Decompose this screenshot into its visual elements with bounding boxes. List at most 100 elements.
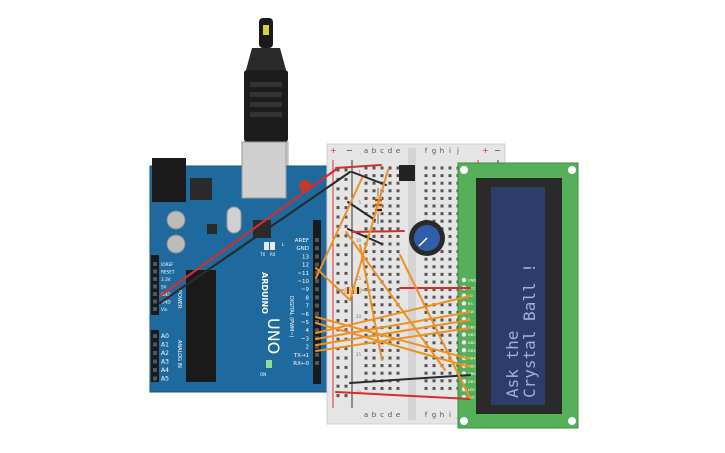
arduino-uno-board[interactable]: ARDUINO UNO DIGITAL (PWM~) POWER ANALOG … — [149, 141, 331, 393]
breadboard-hole[interactable] — [424, 196, 428, 200]
breadboard-hole[interactable] — [424, 295, 428, 299]
breadboard-hole[interactable] — [380, 174, 384, 178]
breadboard-hole[interactable] — [448, 265, 452, 269]
breadboard-hole[interactable] — [388, 250, 392, 254]
rail-hole[interactable] — [344, 206, 348, 210]
rail-hole[interactable] — [336, 290, 340, 294]
breadboard-hole[interactable] — [396, 196, 400, 200]
breadboard-hole[interactable] — [448, 196, 452, 200]
rail-hole[interactable] — [336, 318, 340, 322]
breadboard-hole[interactable] — [388, 257, 392, 261]
breadboard-hole[interactable] — [364, 250, 368, 254]
header-pin[interactable] — [153, 376, 157, 381]
breadboard-hole[interactable] — [424, 181, 428, 185]
breadboard-hole[interactable] — [396, 227, 400, 231]
breadboard-hole[interactable] — [372, 272, 376, 276]
breadboard-hole[interactable] — [372, 242, 376, 246]
rail-hole[interactable] — [336, 365, 340, 369]
breadboard-hole[interactable] — [432, 341, 436, 345]
breadboard-hole[interactable] — [372, 280, 376, 284]
breadboard-hole[interactable] — [424, 310, 428, 314]
rail-hole[interactable] — [336, 253, 340, 257]
breadboard-hole[interactable] — [448, 219, 452, 223]
header-pin[interactable] — [153, 351, 157, 355]
breadboard-hole[interactable] — [372, 371, 376, 375]
breadboard-hole[interactable] — [440, 326, 444, 330]
breadboard-hole[interactable] — [424, 272, 428, 276]
breadboard-hole[interactable] — [440, 212, 444, 216]
breadboard-hole[interactable] — [440, 303, 444, 307]
breadboard-hole[interactable] — [396, 348, 400, 352]
breadboard-hole[interactable] — [372, 257, 376, 261]
breadboard-hole[interactable] — [380, 310, 384, 314]
breadboard-hole[interactable] — [448, 371, 452, 375]
header-pin[interactable] — [153, 359, 157, 364]
breadboard-hole[interactable] — [364, 371, 368, 375]
breadboard-hole[interactable] — [448, 288, 452, 292]
breadboard-hole[interactable] — [364, 166, 368, 170]
header-pin[interactable] — [315, 311, 319, 316]
rail-hole[interactable] — [336, 224, 340, 228]
breadboard-hole[interactable] — [372, 196, 376, 200]
breadboard-hole[interactable] — [448, 234, 452, 238]
breadboard-hole[interactable] — [380, 318, 384, 322]
breadboard-hole[interactable] — [388, 181, 392, 185]
rail-hole[interactable] — [344, 394, 348, 398]
breadboard-hole[interactable] — [440, 219, 444, 223]
breadboard-hole[interactable] — [364, 303, 368, 307]
breadboard-hole[interactable] — [424, 364, 428, 368]
breadboard-hole[interactable] — [372, 288, 376, 292]
rail-hole[interactable] — [336, 356, 340, 360]
breadboard-hole[interactable] — [364, 356, 368, 360]
rail-hole[interactable] — [336, 243, 340, 247]
lcd-pin[interactable] — [461, 300, 467, 307]
breadboard-hole[interactable] — [424, 288, 428, 292]
breadboard-hole[interactable] — [432, 219, 436, 223]
breadboard-hole[interactable] — [380, 295, 384, 299]
breadboard-hole[interactable] — [440, 371, 444, 375]
breadboard-hole[interactable] — [396, 166, 400, 170]
breadboard-hole[interactable] — [448, 227, 452, 231]
breadboard-hole[interactable] — [432, 204, 436, 208]
breadboard-hole[interactable] — [432, 310, 436, 314]
breadboard-hole[interactable] — [424, 174, 428, 178]
breadboard-hole[interactable] — [448, 318, 452, 322]
rail-hole[interactable] — [336, 234, 340, 238]
breadboard-hole[interactable] — [396, 318, 400, 322]
breadboard-hole[interactable] — [380, 196, 384, 200]
breadboard-hole[interactable] — [448, 326, 452, 330]
breadboard-hole[interactable] — [380, 348, 384, 352]
breadboard-hole[interactable] — [372, 234, 376, 238]
rail-hole[interactable] — [344, 234, 348, 238]
rail-hole[interactable] — [344, 271, 348, 275]
breadboard-hole[interactable] — [380, 219, 384, 223]
header-pin[interactable] — [153, 284, 157, 289]
header-pin[interactable] — [315, 238, 319, 242]
breadboard-hole[interactable] — [424, 303, 428, 307]
rail-hole[interactable] — [344, 177, 348, 181]
breadboard-hole[interactable] — [440, 386, 444, 390]
breadboard-hole[interactable] — [432, 348, 436, 352]
header-pin[interactable] — [315, 303, 319, 308]
header-pin[interactable] — [315, 344, 319, 349]
breadboard-hole[interactable] — [388, 212, 392, 216]
breadboard-hole[interactable] — [396, 371, 400, 375]
header-pin[interactable] — [153, 307, 157, 311]
breadboard-hole[interactable] — [396, 204, 400, 208]
rail-hole[interactable] — [336, 271, 340, 275]
breadboard-hole[interactable] — [448, 379, 452, 383]
breadboard-hole[interactable] — [440, 318, 444, 322]
header-pin[interactable] — [153, 269, 157, 274]
header-pin[interactable] — [315, 352, 319, 357]
breadboard-hole[interactable] — [424, 265, 428, 269]
breadboard-hole[interactable] — [396, 364, 400, 368]
header-pin[interactable] — [315, 328, 319, 333]
breadboard-hole[interactable] — [364, 189, 368, 193]
rail-hole[interactable] — [344, 318, 348, 322]
breadboard-hole[interactable] — [424, 379, 428, 383]
breadboard-hole[interactable] — [424, 166, 428, 170]
rail-hole[interactable] — [336, 196, 340, 200]
breadboard-hole[interactable] — [372, 364, 376, 368]
breadboard-hole[interactable] — [424, 257, 428, 261]
breadboard-hole[interactable] — [432, 364, 436, 368]
